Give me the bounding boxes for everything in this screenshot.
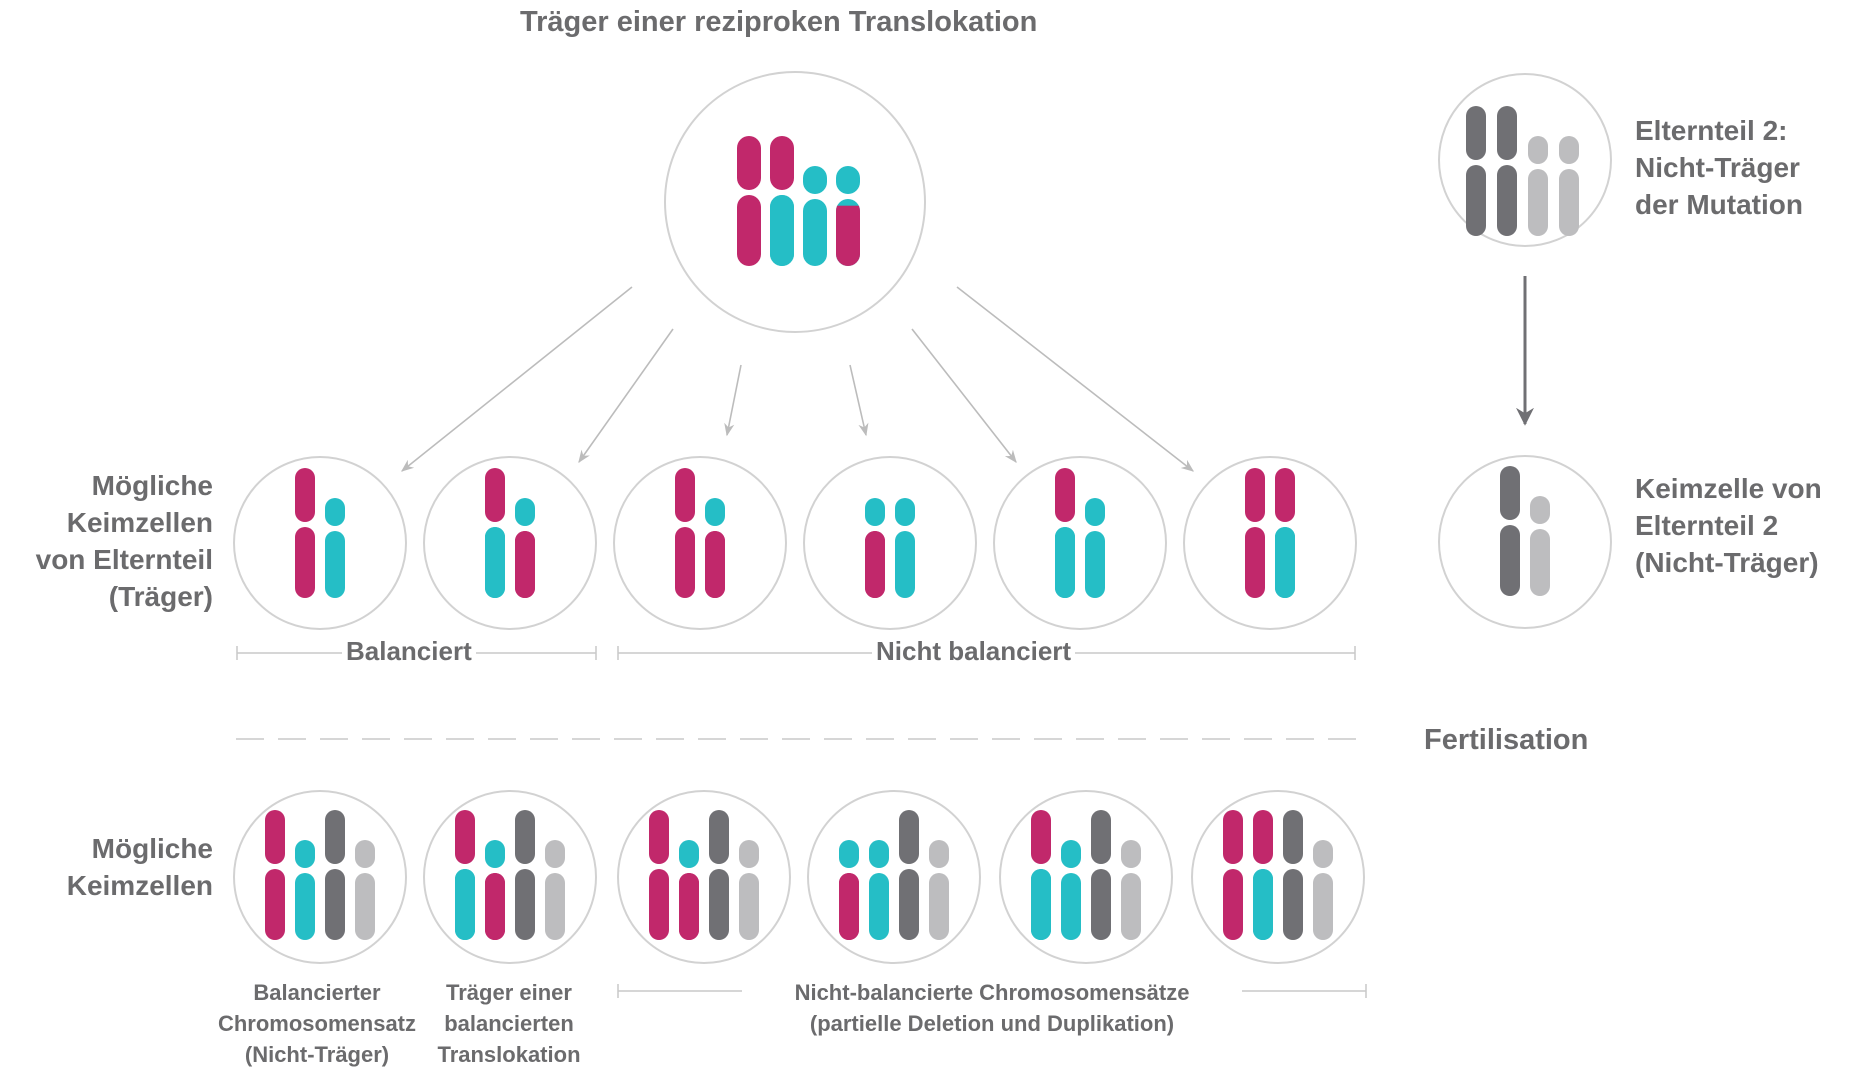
caption-1-line-1: Balancierter (253, 980, 381, 1005)
carrier-gamete-1-chrom-1 (295, 468, 315, 598)
caption-3-line-2: (partielle Deletion und Duplikation) (809, 1011, 1175, 1036)
zygote-3-chrom-3 (709, 810, 729, 940)
caption-balanced-translocation: Träger einer balancierten Translokation (420, 977, 598, 1070)
arrow-to-gamete-6 (956, 286, 1195, 472)
row-gametes-line-4: (Träger) (108, 581, 213, 612)
zygote-6-chrom-1 (1223, 810, 1243, 940)
carrier-parent-circle (664, 71, 926, 333)
caption-1-line-2: Chromosomensatz (217, 1011, 417, 1036)
carrier-chrom-2 (770, 136, 794, 266)
carrier-gamete-4-chrom-2 (895, 498, 915, 598)
carrier-chrom-1 (737, 136, 761, 266)
carrier-chrom-3 (803, 166, 827, 266)
unbalanced-label: Nicht balanciert (872, 636, 1076, 667)
zygote-2-chrom-4 (545, 840, 565, 940)
arrow-to-gamete-1 (401, 286, 633, 472)
carrier-gamete-4-chrom-1 (865, 498, 885, 598)
carrier-gamete-circle-1 (233, 456, 407, 630)
zygote-circle-1 (233, 790, 407, 964)
carrier-gamete-6-chrom-2 (1275, 468, 1295, 598)
arrow-to-gamete-4 (849, 364, 869, 437)
carrier-gamete-2-chrom-2 (515, 498, 535, 598)
parent2-gamete-circle (1438, 455, 1612, 629)
gamete-parent2-line-2: Elternteil 2 (1635, 510, 1779, 541)
caption-balanced-set: Balancierter Chromosomensatz (Nicht-Träg… (208, 977, 426, 1070)
zygote-2-chrom-3 (515, 810, 535, 940)
zygote-circle-4 (807, 790, 981, 964)
carrier-gamete-circle-6 (1183, 456, 1357, 630)
zygote-6-chrom-2 (1253, 810, 1273, 940)
parent2-line-1: Elternteil 2: (1635, 115, 1788, 146)
carrier-chrom-4 (836, 166, 860, 266)
zygote-5-chrom-2 (1061, 840, 1081, 940)
caption-2-line-3: Translokation (437, 1042, 581, 1067)
parent2-circle (1438, 73, 1612, 247)
caption-2-line-1: Träger einer (446, 980, 572, 1005)
parent2-gamete-chrom-1 (1500, 466, 1520, 596)
zygote-2-chrom-1 (455, 810, 475, 940)
zygote-5-chrom-4 (1121, 840, 1141, 940)
zygote-circle-6 (1191, 790, 1365, 964)
carrier-gamete-circle-2 (423, 456, 597, 630)
arrow-to-gamete-3 (724, 364, 742, 437)
gamete-parent2-line-3: (Nicht-Träger) (1635, 547, 1819, 578)
zygote-1-chrom-2 (295, 840, 315, 940)
zygote-4-chrom-2 (869, 840, 889, 940)
zygote-circle-2 (423, 790, 597, 964)
gamete-parent2-label: Keimzelle von Elternteil 2 (Nicht-Träger… (1635, 470, 1822, 581)
caption-2-line-2: balancierten (444, 1011, 574, 1036)
carrier-gamete-5-chrom-1 (1055, 468, 1075, 598)
carrier-gamete-3-chrom-2 (705, 498, 725, 598)
row-gametes-line-1: Mögliche (91, 470, 213, 501)
zygote-1-chrom-4 (355, 840, 375, 940)
carrier-gamete-circle-3 (613, 456, 787, 630)
zygote-2-chrom-2 (485, 840, 505, 940)
caption-1-line-3: (Nicht-Träger) (244, 1042, 390, 1067)
zygote-3-chrom-1 (649, 810, 669, 940)
zygote-4-chrom-3 (899, 810, 919, 940)
balanced-label: Balanciert (342, 636, 476, 667)
row-zygotes-line-2: Keimzellen (66, 870, 213, 901)
parent2-label: Elternteil 2: Nicht-Träger der Mutation (1635, 112, 1803, 223)
parent2-chrom-3 (1528, 136, 1548, 236)
zygote-5-chrom-3 (1091, 810, 1111, 940)
arrow-to-gamete-5 (911, 328, 1017, 464)
fertilisation-label: Fertilisation (1424, 724, 1589, 756)
row-zygotes-line-1: Mögliche (91, 833, 213, 864)
zygote-4-chrom-4 (929, 840, 949, 940)
parent2-chrom-1 (1466, 106, 1486, 236)
gamete-parent2-line-1: Keimzelle von (1635, 473, 1822, 504)
caption-3-line-1: Nicht-balancierte Chromosomensätze (794, 980, 1190, 1005)
parent2-chrom-4 (1559, 136, 1579, 236)
parent2-line-2: Nicht-Träger (1635, 152, 1800, 183)
arrow-to-gamete-2 (578, 328, 674, 464)
row-gametes-label: Mögliche Keimzellen von Elternteil (Träg… (36, 467, 213, 615)
carrier-gamete-5-chrom-2 (1085, 498, 1105, 598)
zygote-6-chrom-3 (1283, 810, 1303, 940)
carrier-gamete-6-chrom-1 (1245, 468, 1265, 598)
zygote-6-chrom-4 (1313, 840, 1333, 940)
zygote-5-chrom-1 (1031, 810, 1051, 940)
row-gametes-line-2: Keimzellen (66, 507, 213, 538)
carrier-gamete-3-chrom-1 (675, 468, 695, 598)
carrier-gamete-2-chrom-1 (485, 468, 505, 598)
zygote-3-chrom-2 (679, 840, 699, 940)
parent2-chrom-2 (1497, 106, 1517, 236)
row-zygotes-label: Mögliche Keimzellen (67, 830, 213, 904)
zygote-1-chrom-3 (325, 810, 345, 940)
carrier-gamete-circle-4 (803, 456, 977, 630)
zygote-4-chrom-1 (839, 840, 859, 940)
caption-unbalanced-sets: Nicht-balancierte Chromosomensätze (part… (742, 977, 1242, 1039)
parent2-line-3: der Mutation (1635, 189, 1803, 220)
page-title: Träger einer reziproken Translokation (520, 6, 1038, 38)
zygote-1-chrom-1 (265, 810, 285, 940)
carrier-gamete-circle-5 (993, 456, 1167, 630)
parent2-gamete-chrom-2 (1530, 496, 1550, 596)
zygote-3-chrom-4 (739, 840, 759, 940)
row-gametes-line-3: von Elternteil (35, 544, 213, 575)
carrier-gamete-1-chrom-2 (325, 498, 345, 598)
zygote-circle-3 (617, 790, 791, 964)
zygote-circle-5 (999, 790, 1173, 964)
